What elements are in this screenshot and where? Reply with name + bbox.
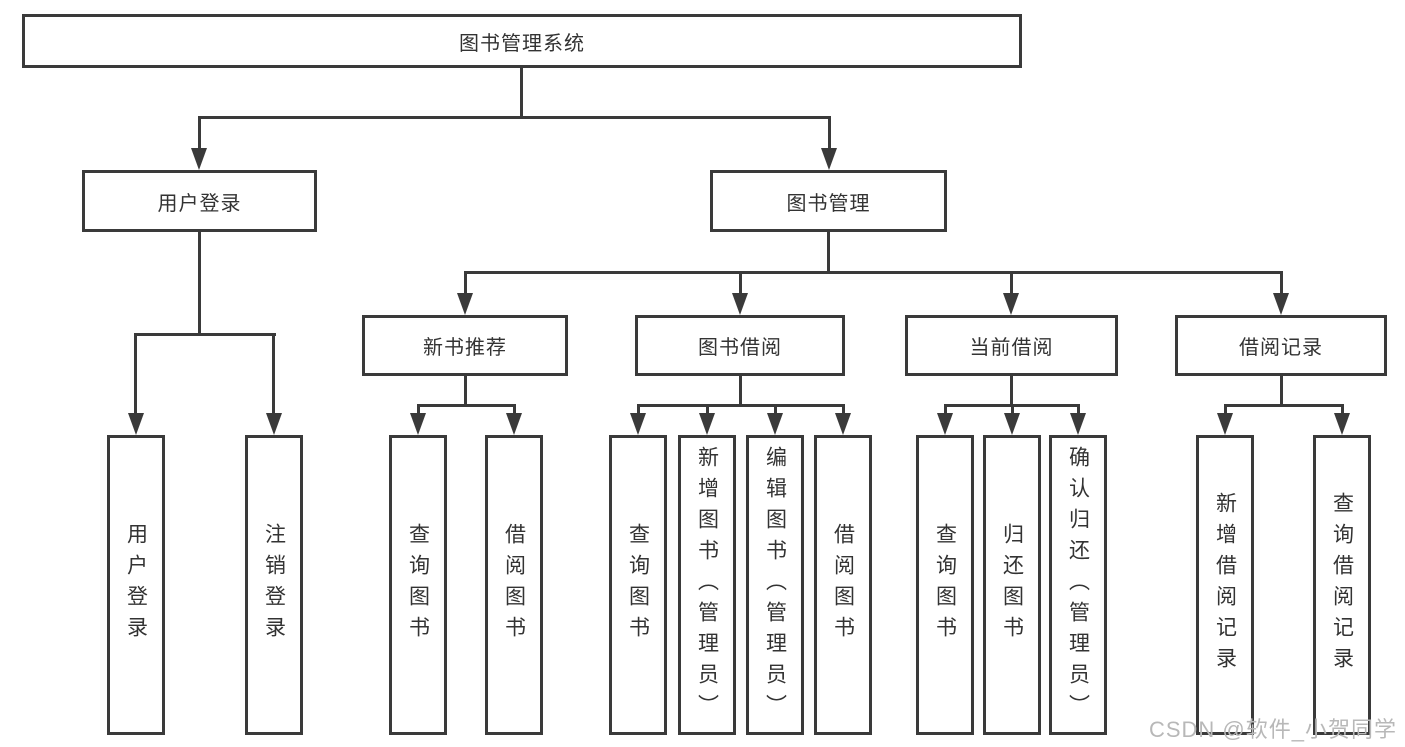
leaf-label: 确认归还（管理员） <box>1066 445 1090 725</box>
arrowhead-down <box>1004 413 1020 435</box>
leaf-query-books-1: 查询图书 <box>389 435 447 735</box>
arrowhead-down <box>1217 413 1233 435</box>
node-label: 图书借阅 <box>698 337 782 359</box>
leaf-add-books-admin: 新增图书（管理员） <box>678 435 736 735</box>
leaf-label: 借阅图书 <box>831 523 855 647</box>
connector-line <box>1011 404 1014 416</box>
leaf-label: 新增借阅记录 <box>1213 492 1237 678</box>
arrowhead-down <box>699 413 715 435</box>
leaf-borrow-books-2: 借阅图书 <box>814 435 872 735</box>
arrowhead-down <box>506 413 522 435</box>
node-label: 当前借阅 <box>969 337 1054 359</box>
arrowhead-down <box>266 413 282 435</box>
arrowhead-down <box>128 413 144 435</box>
connector-line <box>1010 271 1013 297</box>
connector-line <box>637 404 844 407</box>
connector-line <box>842 404 845 416</box>
leaf-query-borrow-record: 查询借阅记录 <box>1313 435 1371 735</box>
node-root-system: 图书管理系统 <box>22 14 1022 68</box>
connector-line <box>944 404 947 416</box>
connector-line <box>513 404 516 416</box>
connector-line <box>1010 376 1013 406</box>
csdn-watermark: CSDN @软件_小贺同学 <box>1148 717 1397 742</box>
connector-line <box>417 404 420 416</box>
node-borrow-records: 借阅记录 <box>1175 315 1387 376</box>
connector-line <box>464 376 467 406</box>
connector-line <box>1280 271 1283 297</box>
leaf-label: 查询图书 <box>626 523 650 647</box>
node-label: 图书管理 <box>786 192 871 215</box>
node-user-login: 用户登录 <box>82 170 317 232</box>
arrowhead-down <box>835 413 851 435</box>
leaf-return-books: 归还图书 <box>983 435 1041 735</box>
leaf-add-borrow-record: 新增借阅记录 <box>1196 435 1254 735</box>
connector-line <box>1341 404 1344 416</box>
connector-line <box>520 68 523 118</box>
leaf-label: 归还图书 <box>1000 523 1024 647</box>
leaf-edit-books-admin: 编辑图书（管理员） <box>746 435 804 735</box>
leaf-label: 查询图书 <box>406 523 430 647</box>
node-label: 用户登录 <box>157 192 242 215</box>
connector-line <box>637 404 640 416</box>
connector-line <box>1280 376 1283 406</box>
node-book-borrow: 图书借阅 <box>635 315 845 376</box>
leaf-logout: 注销登录 <box>245 435 303 735</box>
arrowhead-down <box>1070 413 1086 435</box>
connector-line <box>134 333 137 417</box>
connector-line <box>198 232 201 336</box>
node-new-book-recommend: 新书推荐 <box>362 315 568 376</box>
arrowhead-down <box>410 413 426 435</box>
arrowhead-down <box>1273 293 1289 315</box>
arrowhead-down <box>937 413 953 435</box>
connector-line <box>198 116 831 119</box>
leaf-user-login: 用户登录 <box>107 435 165 735</box>
leaf-query-books-2: 查询图书 <box>609 435 667 735</box>
arrowhead-down <box>1334 413 1350 435</box>
leaf-label: 查询借阅记录 <box>1330 492 1354 678</box>
arrowhead-down <box>191 148 207 170</box>
leaf-label: 用户登录 <box>124 523 148 647</box>
leaf-label: 新增图书（管理员） <box>695 445 719 725</box>
node-current-borrow: 当前借阅 <box>905 315 1118 376</box>
connector-line <box>827 232 830 274</box>
leaf-label: 注销登录 <box>262 523 286 647</box>
node-label: 新书推荐 <box>423 337 507 359</box>
connector-line <box>464 271 1282 274</box>
leaf-confirm-return-admin: 确认归还（管理员） <box>1049 435 1107 735</box>
connector-line <box>272 333 275 417</box>
connector-line <box>1224 404 1227 416</box>
arrowhead-down <box>457 293 473 315</box>
connector-line <box>198 116 201 152</box>
node-label: 借阅记录 <box>1239 337 1323 359</box>
connector-line <box>417 404 515 407</box>
arrowhead-down <box>767 413 783 435</box>
leaf-label: 查询图书 <box>933 523 957 647</box>
connector-line <box>739 271 742 297</box>
connector-line <box>1077 404 1080 416</box>
connector-line <box>706 404 709 416</box>
leaf-label: 借阅图书 <box>502 523 526 647</box>
arrowhead-down <box>630 413 646 435</box>
leaf-label: 编辑图书（管理员） <box>763 445 787 725</box>
arrowhead-down <box>1003 293 1019 315</box>
node-label: 图书管理系统 <box>459 32 585 55</box>
connector-line <box>134 333 276 336</box>
leaf-query-books-3: 查询图书 <box>916 435 974 735</box>
arrowhead-down <box>732 293 748 315</box>
connector-line <box>739 376 742 406</box>
arrowhead-down <box>821 148 837 170</box>
connector-line <box>774 404 777 416</box>
connector-line <box>464 271 467 297</box>
connector-line <box>828 116 831 152</box>
connector-line <box>1224 404 1343 407</box>
node-book-management: 图书管理 <box>710 170 947 232</box>
leaf-borrow-books-1: 借阅图书 <box>485 435 543 735</box>
